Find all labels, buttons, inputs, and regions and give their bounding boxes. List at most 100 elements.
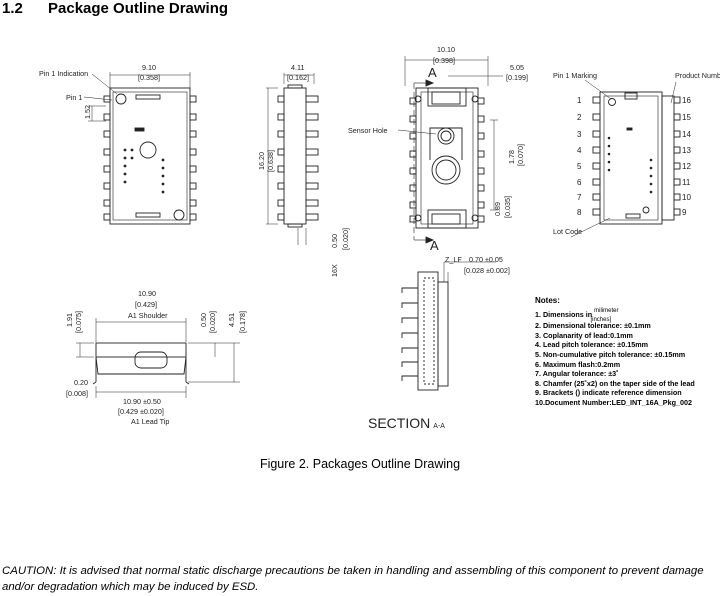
marking-view xyxy=(570,79,681,238)
sensor-view-width-in: [0.398] xyxy=(433,56,455,65)
lead xyxy=(277,199,285,207)
note-item: 5. Non-cumulative pitch tolerance: ±0.15… xyxy=(535,349,686,359)
pin-number-left: 8 xyxy=(577,208,582,217)
sensor-view-d1-mm: 1.78 xyxy=(507,150,516,164)
top-view xyxy=(83,72,197,225)
lead-pad xyxy=(189,182,197,190)
end-view-h1-mm: 1.91 xyxy=(65,313,74,327)
lead xyxy=(305,113,319,121)
end-view xyxy=(76,318,240,398)
lead-pad xyxy=(103,148,111,156)
note-unit-top: milimeter xyxy=(594,307,619,314)
side-view-lead-count: 16X xyxy=(330,264,339,277)
lead-pad xyxy=(477,184,485,192)
pin-number-left: 7 xyxy=(577,193,582,202)
lead-pad xyxy=(592,193,601,201)
pad-dot xyxy=(607,160,611,164)
lot-code-label: Lot Code xyxy=(553,227,582,236)
pad-dot xyxy=(130,156,134,160)
lead xyxy=(401,302,418,308)
lead-pad xyxy=(409,184,417,192)
side-view-height-in: [0.638] xyxy=(266,150,275,172)
sensor-view-d2-in: [0.035] xyxy=(503,196,512,218)
pad-dot xyxy=(123,148,127,152)
pad-dot xyxy=(123,180,127,184)
lead-pad xyxy=(477,150,485,158)
note-item: 10.Document Number:LED_INT_16A_Pkg_002 xyxy=(535,397,692,407)
pad-dot xyxy=(607,136,611,140)
section-aa-dim-in: [0.028 ±0.002] xyxy=(464,266,510,275)
notes-block: Notes: 1. Dimensions in milimeter[inches… xyxy=(535,296,695,408)
pin-number-left: 1 xyxy=(577,96,582,105)
lead-pad xyxy=(409,167,417,175)
lead-pad xyxy=(592,208,601,216)
pin-number-right: 12 xyxy=(682,162,691,171)
notes-title: Notes: xyxy=(535,296,560,305)
lead-pad xyxy=(592,113,601,121)
top-view-width-in: [0.358] xyxy=(138,73,160,82)
note-item: 1. Dimensions in milimeter[inches] xyxy=(535,307,619,323)
lead-pad xyxy=(189,130,197,138)
sensor-view xyxy=(397,56,503,244)
pad-dot xyxy=(649,190,653,194)
z-lf-label: Z_LF xyxy=(445,255,462,264)
note-item: 9. Brackets () indicate reference dimens… xyxy=(535,388,682,398)
lead-pad xyxy=(477,132,485,140)
lead xyxy=(277,113,285,121)
pad-dot xyxy=(649,166,653,170)
lead-pad xyxy=(189,148,197,156)
sensor-view-right-in: [0.199] xyxy=(506,73,528,82)
lead-pad xyxy=(409,115,417,123)
sensor-view-d2-mm: 0.89 xyxy=(493,202,502,216)
lead xyxy=(401,361,418,367)
pin-number-left: 2 xyxy=(577,113,582,122)
lead-pad xyxy=(477,167,485,175)
section-marker-bottom: A xyxy=(430,238,439,253)
top-view-right-leads xyxy=(189,95,197,221)
lead-pad xyxy=(592,130,601,138)
pin-number-left: 5 xyxy=(577,162,582,171)
a1-lead-tip-label: A1 Lead Tip xyxy=(131,417,169,426)
lead-pad xyxy=(189,213,197,221)
pin1-label: Pin 1 xyxy=(66,93,82,102)
note-item: 4. Lead pitch tolerance: ±0.15mm xyxy=(535,340,648,350)
end-view-h2-mm: 0.50 xyxy=(199,313,208,327)
pin-number-left: 6 xyxy=(577,178,582,187)
lead-pad xyxy=(103,182,111,190)
lead-pad xyxy=(592,178,601,186)
lead xyxy=(305,182,319,190)
lead-pad xyxy=(673,178,681,186)
lead xyxy=(401,375,418,381)
lead-pad xyxy=(477,215,485,223)
lead xyxy=(305,130,319,138)
pin1-marking-label: Pin 1 Marking xyxy=(553,71,597,80)
lead xyxy=(305,95,319,103)
lead xyxy=(277,213,285,221)
pin-number-right: 13 xyxy=(682,146,691,155)
end-view-tip-mm: 10.90 ±0.50 xyxy=(123,397,161,406)
lead xyxy=(305,213,319,221)
esd-caution: CAUTION: It is advised that normal stati… xyxy=(2,565,704,593)
top-view-offset: 1.52 xyxy=(83,105,92,119)
section-aa-view xyxy=(401,261,496,391)
note-item: 7. Angular tolerance: ±3˚ xyxy=(535,369,619,379)
pad-dot xyxy=(161,190,165,194)
note-unit-bottom: [inches] xyxy=(590,316,612,323)
figure-caption: Figure 2. Packages Outline Drawing xyxy=(259,457,461,471)
section-aa-dim-mm: 0.70 ±0.05 xyxy=(469,255,503,264)
product-number-label: Product Number xyxy=(675,71,720,80)
pin-number-right: 16 xyxy=(682,96,691,105)
lead-pad xyxy=(189,199,197,207)
lead-pad xyxy=(673,130,681,138)
lead xyxy=(277,165,285,173)
lead-pad xyxy=(673,193,681,201)
side-view-height-mm: 16.20 xyxy=(257,152,266,170)
pad-dot xyxy=(161,166,165,170)
sensor-view-width-mm: 10.10 xyxy=(437,45,455,54)
lead xyxy=(277,148,285,156)
side-view-width-in: [0.162] xyxy=(287,73,309,82)
pad-dot xyxy=(130,148,134,152)
top-view-left-leads xyxy=(103,95,111,221)
lead-pad xyxy=(189,95,197,103)
